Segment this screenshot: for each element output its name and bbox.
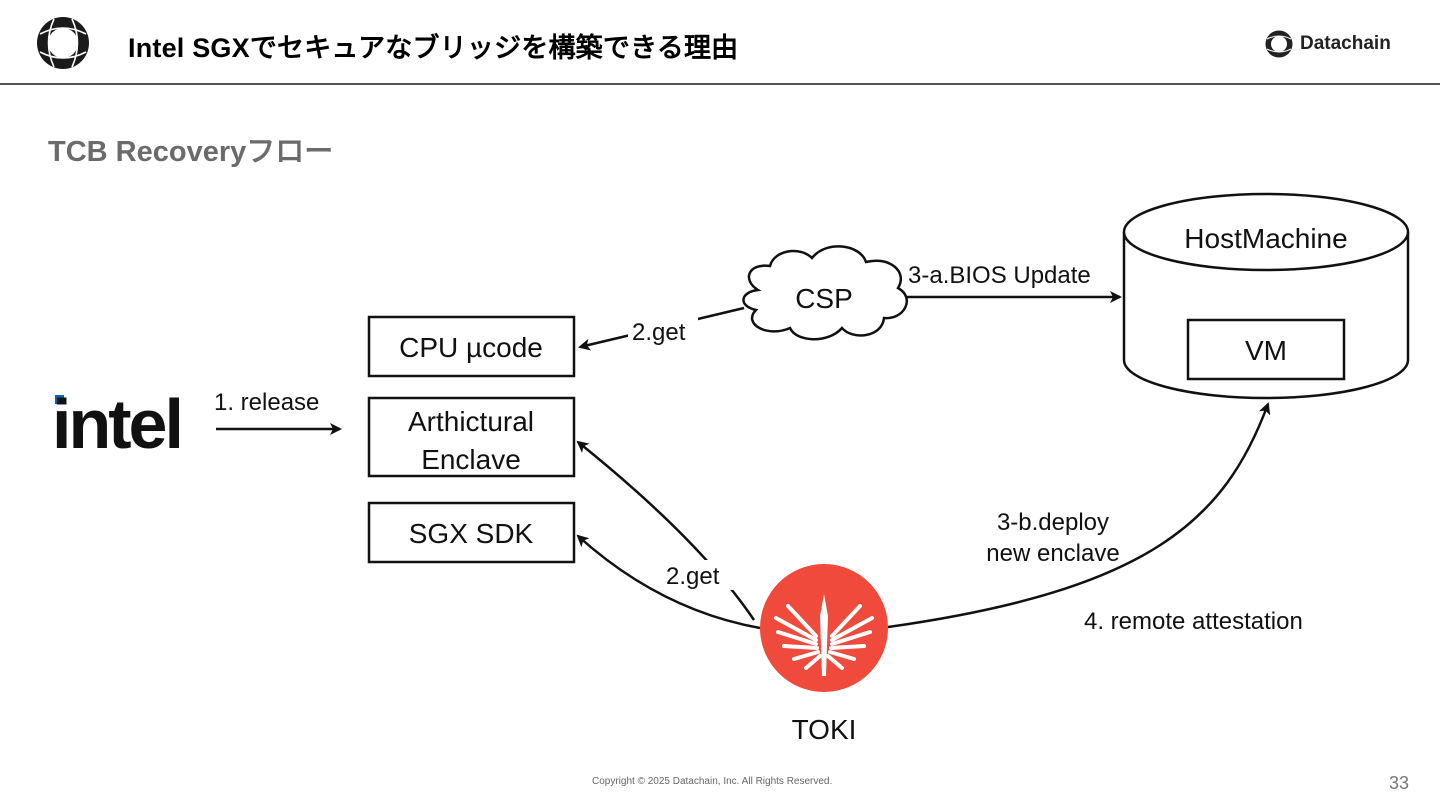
intel-logo-square [55,395,64,404]
sgx-sdk-label: SGX SDK [409,518,534,549]
csp-label: CSP [795,283,853,314]
csp-get-label-bg [628,315,698,345]
arch-enclave-box [367,396,576,478]
datachain-mark-icon [1265,30,1293,58]
csp-cloud-icon [742,245,909,341]
deploy-label-line2: new enclave [986,540,1119,567]
deploy-arrow [887,402,1271,629]
toki-logo-icon [760,564,888,692]
cpu-ucode-box [367,315,576,378]
copyright: Copyright © 2025 Datachain, Inc. All Rig… [592,776,833,787]
toki-get-label: 2.get [666,563,720,590]
toki-to-enclave-arrow [576,440,756,621]
vm-label: VM [1245,335,1287,366]
brand-logo: Datachain [1264,27,1391,61]
deploy-label-line1: 3-b.deploy [997,509,1109,536]
slide-header: Intel SGXでセキュアなブリッジを構築できる理由 Datachain [0,0,1440,85]
page-number: 33 [1389,773,1410,793]
intel-logo-text: intel [52,385,181,463]
header-divider [0,83,1440,85]
sgx-sdk-box [367,501,576,564]
cpu-ucode-label: CPU µcode [399,332,543,363]
remote-attestation-label: 4. remote attestation [1084,608,1303,635]
csp-get-label: 2.get [632,319,686,346]
toki-get-label-bg [662,560,734,590]
release-label: 1. release [214,389,319,416]
bios-update-label: 3-a.BIOS Update [908,262,1091,289]
section-title: TCB Recoveryフロー [48,136,334,168]
brand-name: Datachain [1300,33,1391,54]
toki-label: TOKI [792,714,857,745]
datachain-logo-icon [37,17,89,69]
intel-logo: intel [52,385,184,463]
vm-box [1186,318,1346,381]
host-machine-label: HostMachine [1184,223,1347,254]
arch-enclave-label-line1: Arthictural [408,406,534,437]
arch-enclave-label-line2: Enclave [421,444,521,475]
toki-to-sdk-arrow [576,534,761,630]
page-title: Intel SGXでセキュアなブリッジを構築できる理由 [128,33,739,63]
